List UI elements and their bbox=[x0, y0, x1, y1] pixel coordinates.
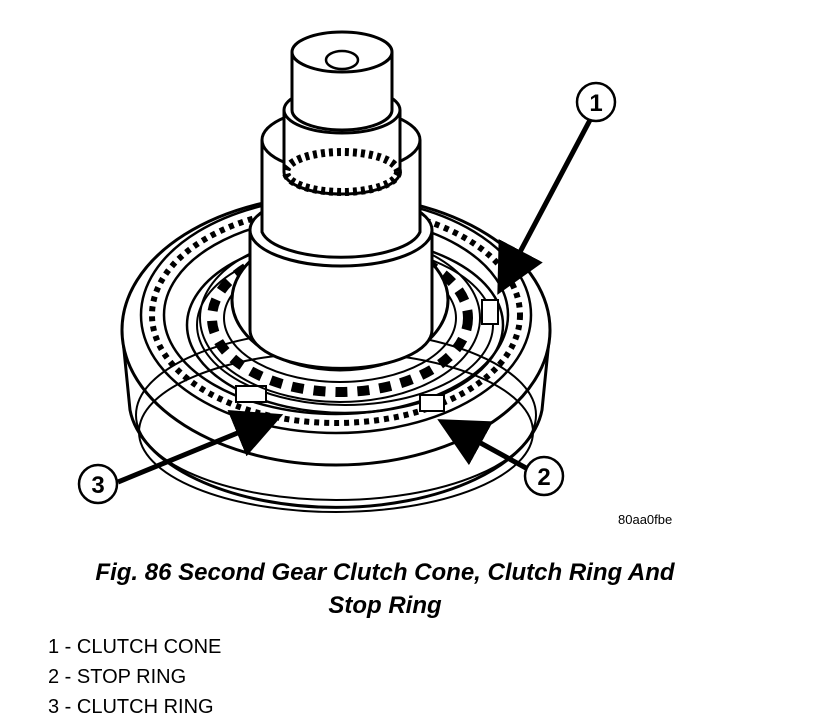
gear-assembly-illustration: 1 2 3 bbox=[77, 30, 617, 513]
callout-3-arrow bbox=[117, 410, 284, 485]
callout-1-circle bbox=[575, 81, 617, 123]
figure-caption: Fig. 86 Second Gear Clutch Cone, Clutch … bbox=[30, 556, 740, 622]
shaft-tip bbox=[290, 30, 394, 132]
legend-item-clutch-ring: 3 - CLUTCH RING bbox=[48, 696, 214, 718]
callout-3: 3 bbox=[77, 410, 284, 505]
callout-2: 2 bbox=[437, 419, 565, 497]
callout-2-circle bbox=[523, 455, 565, 497]
caption-line-1: Fig. 86 Second Gear Clutch Cone, Clutch … bbox=[95, 559, 675, 586]
figure-code: 80aa0fbe bbox=[618, 512, 673, 527]
callout-3-number: 3 bbox=[91, 472, 104, 499]
legend-item-stop-ring: 2 - STOP RING bbox=[48, 666, 187, 688]
callout-1-number: 1 bbox=[589, 90, 602, 117]
caption-line-2: Stop Ring bbox=[328, 592, 442, 619]
callout-2-arrow bbox=[437, 419, 528, 471]
legend-item-clutch-cone: 1 - CLUTCH CONE bbox=[48, 636, 222, 658]
callout-3-circle bbox=[77, 463, 119, 505]
callout-1: 1 bbox=[497, 81, 617, 295]
parts-legend: 1 - CLUTCH CONE 2 - STOP RING 3 - CLUTCH… bbox=[48, 632, 221, 722]
callout-1-arrow bbox=[497, 118, 593, 295]
callout-2-number: 2 bbox=[537, 464, 550, 491]
